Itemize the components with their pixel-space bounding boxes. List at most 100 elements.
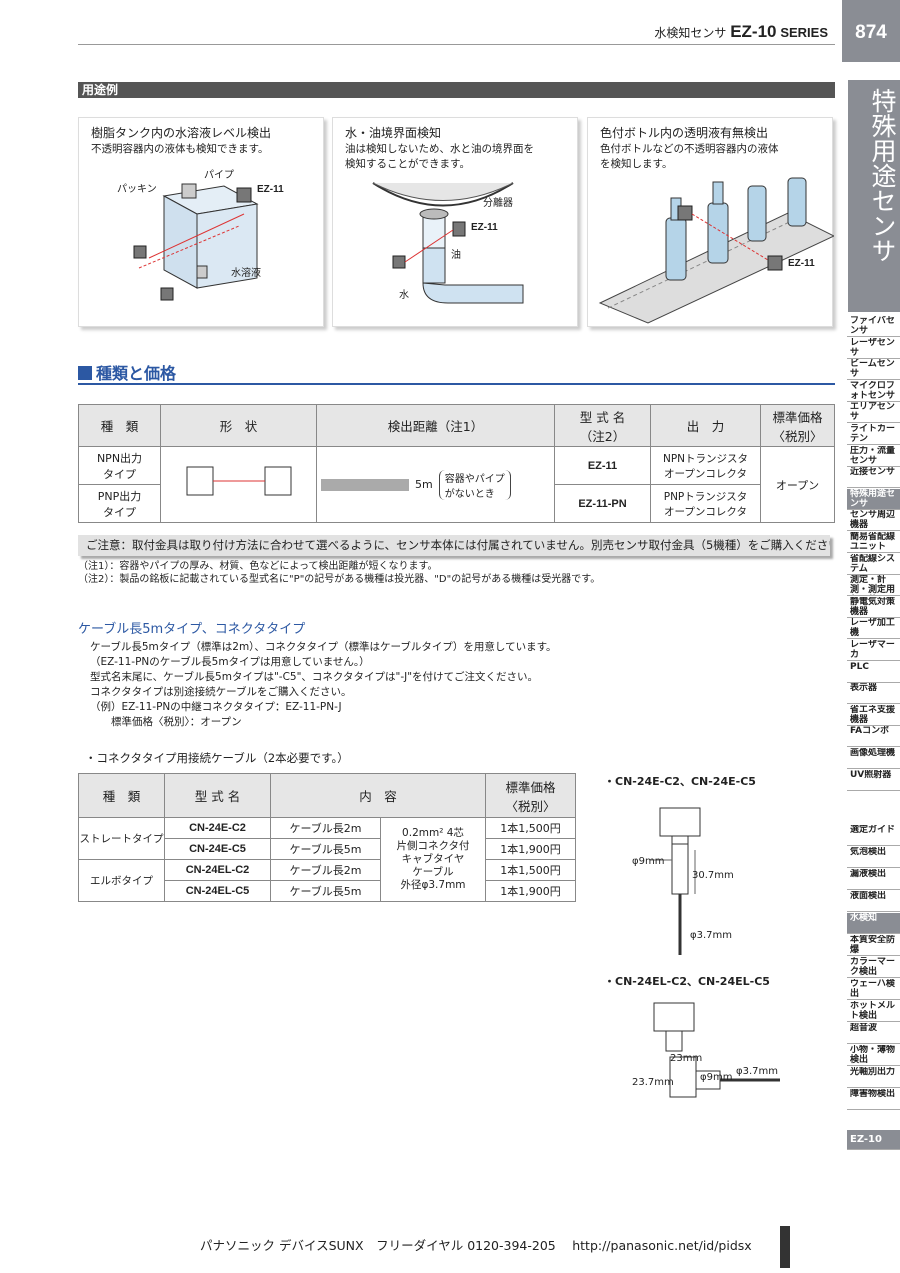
label-separator: 分離器: [483, 198, 513, 209]
row-model: CN-24E-C5: [164, 838, 271, 860]
side-tab-2[interactable]: 選定ガイド: [847, 825, 900, 846]
side-tab[interactable]: センサ周辺機器: [847, 510, 900, 532]
side-bottom-tab[interactable]: EZ-10: [847, 1130, 900, 1150]
section-rule: [78, 383, 835, 385]
side-tab[interactable]: マイクロフォトセンサ: [847, 381, 900, 402]
side-tab[interactable]: PLC: [847, 662, 900, 683]
side-tab[interactable]: ファイバセンサ: [847, 316, 900, 337]
side-tab-2[interactable]: 気泡検出: [847, 847, 900, 868]
col-distance: 検出距離（注1）: [316, 404, 555, 447]
panel-title: 樹脂タンク内の水溶液レベル検出: [91, 126, 272, 140]
row-length: ケーブル長5m: [270, 838, 381, 860]
distance-cell: 5m 容器やパイプ がないとき: [316, 446, 555, 523]
side-tab[interactable]: 簡易省配線ユニット: [847, 532, 900, 553]
row-pnp-model: EZ-11-PN: [554, 484, 651, 523]
drawing-1-title: ・CN-24E-C2、CN-24E-C5: [604, 775, 756, 788]
header-series: 水検知センサ EZ-10 SERIES: [654, 22, 828, 42]
cable-line: 標準価格〈税別〉：オープン: [90, 716, 242, 728]
note-2: （注2）：製品の銘板に記載されている型式名に"P"の記号がある機種は投光器、"D…: [78, 574, 601, 585]
header-series-name: EZ-10: [730, 22, 777, 41]
row-pnp-output: PNPトランジスタ オープンコレクタ: [650, 484, 761, 523]
col-price: 標準価格 〈税別〉: [760, 404, 835, 447]
side-tab-2[interactable]: ウェーハ検出: [847, 979, 900, 1000]
row-length: ケーブル長2m: [270, 859, 381, 881]
header-rule: [78, 44, 835, 45]
side-tab[interactable]: 近接センサ: [847, 467, 900, 489]
side-tab-2[interactable]: 水検知: [847, 913, 900, 934]
cable-table: 種 類 型 式 名 内 容 標準価格 〈税別〉 ストレートタイプ CN-24E-…: [78, 773, 576, 902]
row-kind: ストレートタイプ: [78, 817, 165, 860]
side-tab[interactable]: エリアセンサ: [847, 402, 900, 424]
distance-value: 5m: [415, 478, 433, 491]
label-solution: 水溶液: [231, 268, 261, 279]
cable-line: （EZ-11-PNのケーブル長5mタイプは用意していません。）: [90, 656, 370, 668]
row-price: 1本1,500円: [485, 859, 576, 881]
row-npn-model: EZ-11: [554, 446, 651, 485]
row-length: ケーブル長2m: [270, 817, 381, 839]
col-kind: 種 類: [78, 773, 165, 818]
side-tab[interactable]: 省配線システム: [847, 554, 900, 575]
side-tab-2[interactable]: 光軸別出力: [847, 1067, 900, 1088]
side-tab[interactable]: FAコンポ: [847, 726, 900, 748]
note-1: （注1）：容器やパイプの厚み、材質、色などによって検出距離が短くなります。: [78, 561, 438, 572]
bottle-illustration: [598, 177, 834, 324]
side-tab[interactable]: 静電気対策機器: [847, 597, 900, 618]
elbow-cable-drawing: [653, 1002, 780, 1098]
distance-note: 容器やパイプ がないとき: [438, 469, 511, 500]
col-model: 型 式 名: [164, 773, 271, 818]
row-kind: エルボタイプ: [78, 859, 165, 902]
side-tab-2[interactable]: 超音波: [847, 1023, 900, 1044]
dim-diameter: φ9mm: [700, 1072, 733, 1083]
label-ez11: EZ-11: [788, 258, 815, 269]
col-output: 出 力: [650, 404, 761, 447]
label-water: 水: [399, 290, 409, 301]
side-tab-2[interactable]: 小物・薄物検出: [847, 1045, 900, 1066]
panel-title: 水・油境界面検知: [345, 126, 442, 140]
row-price: 1本1,500円: [485, 817, 576, 839]
col-shape: 形 状: [160, 404, 317, 447]
panel-desc: 不透明容器内の液体も検知できます。: [91, 143, 269, 155]
panel-desc: 油は検知しないため、水と油の境界面を: [345, 143, 534, 155]
side-tab-2[interactable]: 漏液検出: [847, 869, 900, 890]
dim-length: 30.7mm: [692, 870, 734, 881]
row-price: 1本1,900円: [485, 838, 576, 860]
header-series-suffix: SERIES: [780, 25, 828, 40]
panel-desc: 色付ボトルなどの不透明容器内の液体: [600, 143, 779, 155]
sensor-pair-illustration: [186, 466, 291, 496]
row-model: CN-24E-C2: [164, 817, 271, 839]
side-tab-2[interactable]: ホットメルト検出: [847, 1001, 900, 1022]
side-tab[interactable]: 省エネ支援機器: [847, 705, 900, 726]
usage-panel-3: 色付ボトル内の透明液有無検出 色付ボトルなどの不透明容器内の液体 を検知します。…: [587, 117, 834, 327]
side-tab[interactable]: 表示器: [847, 683, 900, 705]
usage-panel-1: 樹脂タンク内の水溶液レベル検出 不透明容器内の液体も検知できます。 パイプ パッ…: [78, 117, 324, 327]
side-tab[interactable]: レーザセンサ: [847, 338, 900, 359]
tank-illustration: [133, 183, 259, 301]
side-tab[interactable]: 測定・計測・測定用センサ: [847, 575, 900, 597]
label-pipe: パイプ: [204, 170, 234, 181]
side-tab[interactable]: 特殊用途センサ: [847, 488, 900, 510]
side-vertical-title: 特殊用途センサ: [848, 80, 900, 312]
side-tab-2[interactable]: 液面検出: [847, 891, 900, 912]
side-tab[interactable]: 圧力・流量センサ: [847, 446, 900, 467]
side-tab[interactable]: レーザ加工機: [847, 618, 900, 640]
side-tab-2[interactable]: 障害物検出: [847, 1089, 900, 1110]
panel-desc-2: を検知します。: [600, 158, 673, 170]
row-model: CN-24EL-C5: [164, 880, 271, 902]
cable-line: （例）EZ-11-PNの中継コネクタタイプ：EZ-11-PN-J: [90, 701, 342, 713]
types-table: 種 類 形 状 検出距離（注1） 型 式 名 （注2） 出 力 標準価格 〈税別…: [78, 404, 835, 523]
dim-cable-diameter: φ3.7mm: [736, 1066, 778, 1077]
side-tab[interactable]: レーザマーカ: [847, 640, 900, 661]
cable-subtitle: ・コネクタタイプ用接続ケーブル（2本必要です。）: [85, 751, 349, 765]
drawing-2-title: ・CN-24EL-C2、CN-24EL-C5: [604, 975, 770, 988]
side-tab-2[interactable]: カラーマーク検出: [847, 957, 900, 978]
side-tab[interactable]: UV照射器: [847, 770, 900, 791]
cable-line: コネクタタイプは別途接続ケーブルをご購入ください。: [90, 686, 352, 698]
caution-box: ご注意：取付金具は取り付け方法に合わせて選べるように、センサ本体には付属されてい…: [78, 535, 830, 556]
side-tab[interactable]: ビームセンサ: [847, 359, 900, 381]
side-tab[interactable]: ライトカーテン: [847, 424, 900, 445]
side-tab-2[interactable]: 本質安全防爆: [847, 935, 900, 956]
side-tab[interactable]: 画像処理機: [847, 748, 900, 769]
section-marker-icon: [78, 366, 92, 380]
price-cell: オープン: [760, 446, 835, 523]
usage-panel-2: 水・油境界面検知 油は検知しないため、水と油の境界面を 検知することができます。…: [332, 117, 578, 327]
